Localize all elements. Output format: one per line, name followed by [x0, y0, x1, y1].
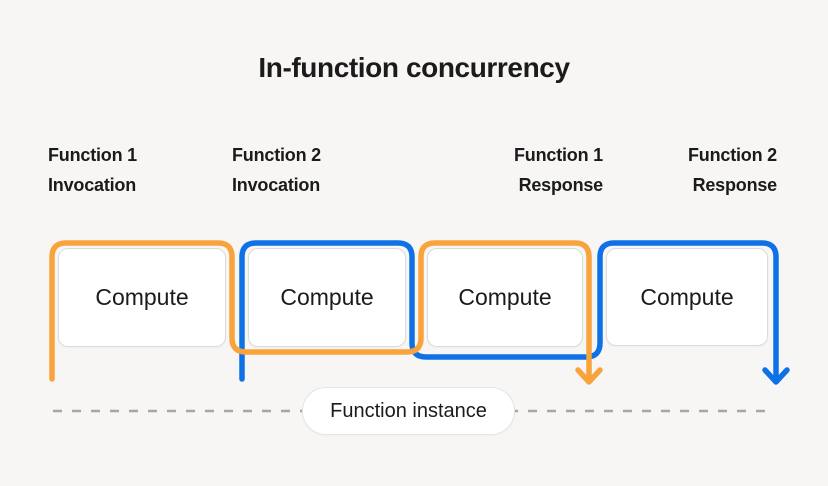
compute-box-1: Compute [58, 248, 226, 347]
function-instance-pill: Function instance [302, 387, 515, 435]
label-line: Function 1 [48, 145, 137, 165]
function1-response-arrow-icon [575, 367, 603, 385]
function2-flow-path [239, 240, 779, 382]
label-line: Response [518, 175, 604, 195]
label-function1-response: Function 1 Response [514, 140, 603, 200]
label-line: Response [692, 175, 778, 195]
function1-flow-path [49, 240, 592, 382]
function2-response-arrow-icon [762, 367, 790, 385]
label-line: Function 2 [232, 145, 321, 165]
label-function2-invocation: Function 2 Invocation [232, 140, 321, 200]
compute-box-4: Compute [606, 248, 768, 346]
page-title: In-function concurrency [258, 52, 570, 83]
compute-box-2: Compute [248, 248, 406, 347]
compute-box-3: Compute [427, 248, 583, 347]
label-line: Invocation [48, 175, 137, 195]
label-function2-response: Function 2 Response [688, 140, 777, 200]
label-line: Function 1 [514, 145, 603, 165]
label-line: Invocation [232, 175, 321, 195]
label-function1-invocation: Function 1 Invocation [48, 140, 137, 200]
label-line: Function 2 [688, 145, 777, 165]
